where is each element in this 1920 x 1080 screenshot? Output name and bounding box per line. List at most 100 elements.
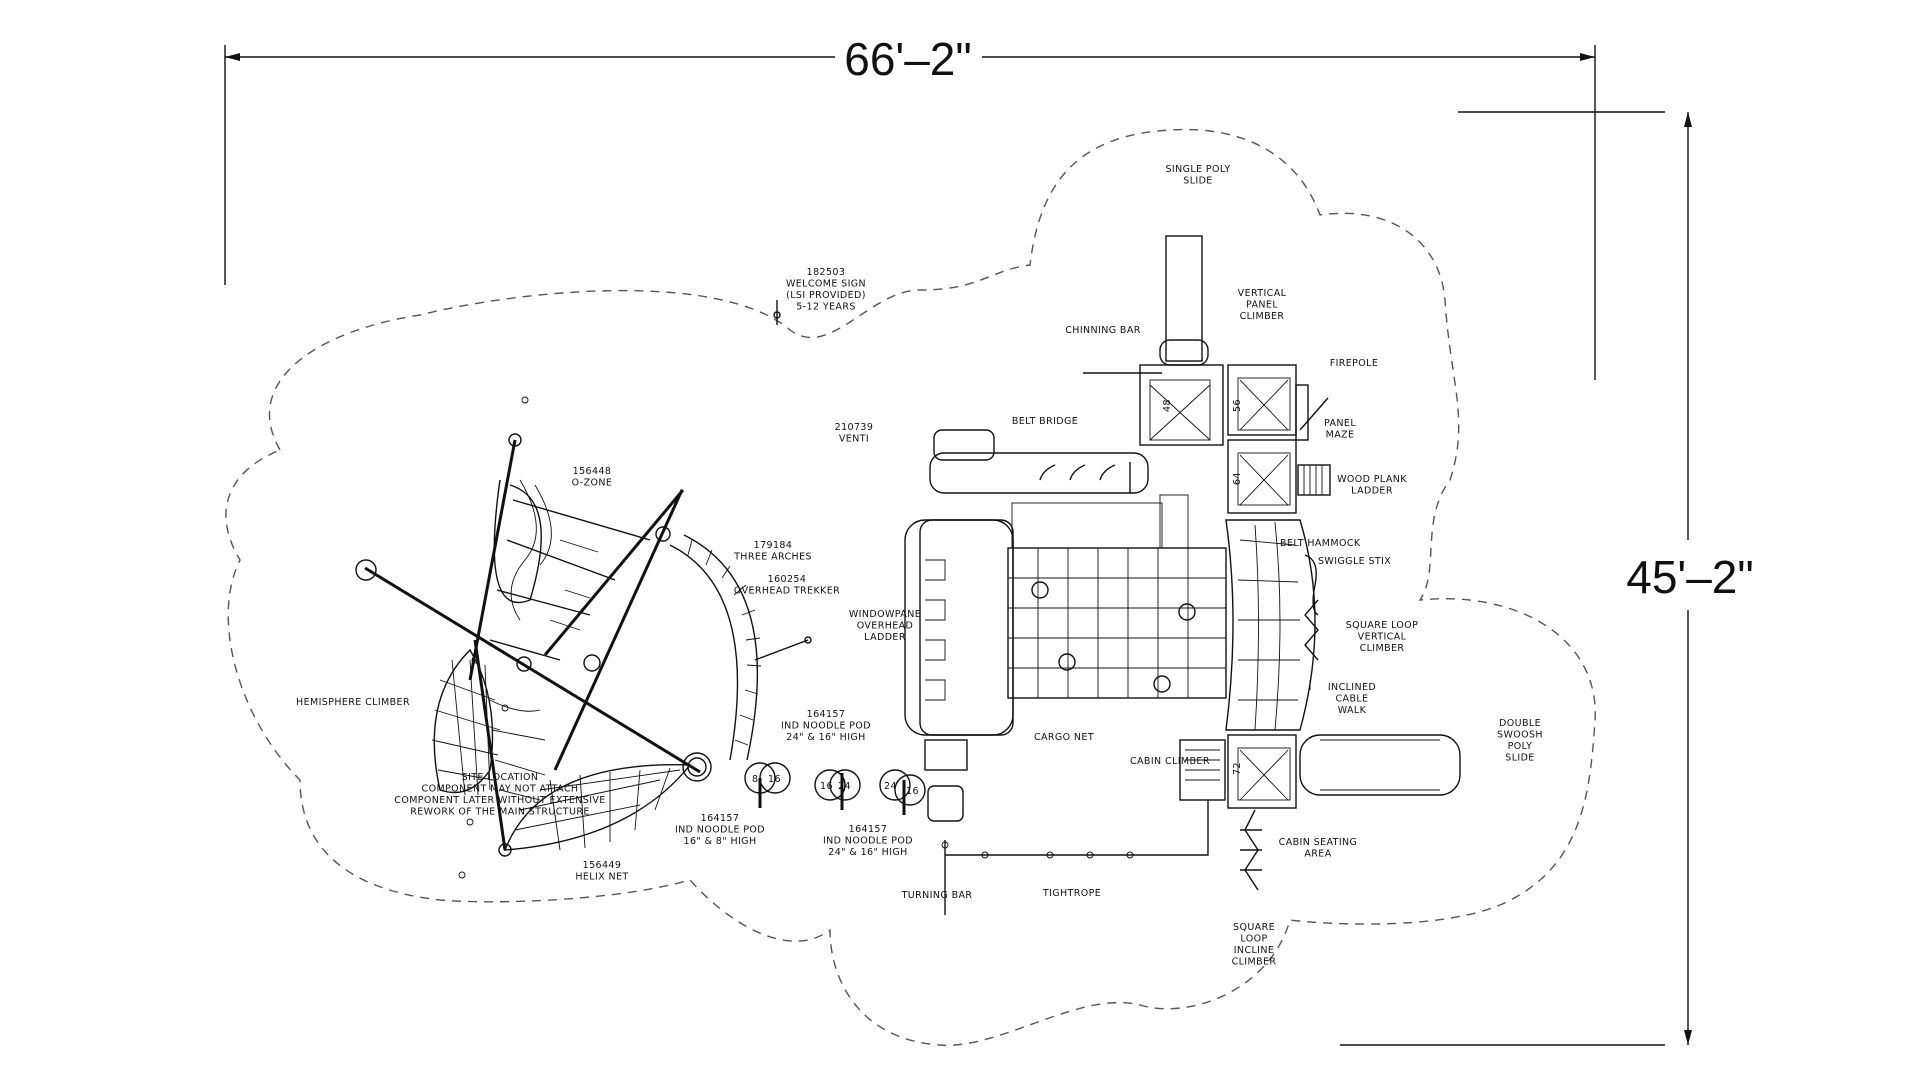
label-line: DOUBLE	[1499, 718, 1541, 729]
label-belt-hammock: BELT HAMMOCK	[1280, 538, 1361, 549]
label-chinning-bar: CHINNING BAR	[1065, 325, 1141, 336]
label-line: IND NOODLE POD	[823, 836, 913, 847]
label-line: CABIN SEATING	[1279, 837, 1358, 848]
label-line: CHINNING BAR	[1065, 325, 1141, 336]
height-dimension-label: 45'–2"	[1626, 551, 1753, 603]
pod-height: 24	[884, 781, 897, 792]
width-dimension-label: 66'–2"	[844, 33, 971, 85]
label-cargo-net: CARGO NET	[1034, 732, 1094, 743]
label-line: WELCOME SIGN	[786, 279, 866, 290]
label-line: CABLE	[1336, 694, 1369, 705]
label-line: 16" & 8" HIGH	[684, 836, 757, 847]
post-marker	[466, 818, 474, 826]
main-structure: 48 56 64 72	[904, 235, 1461, 915]
label-hemisphere-climber: HEMISPHERE CLIMBER	[296, 697, 410, 708]
label-belt-bridge: BELT BRIDGE	[1012, 416, 1078, 427]
label-line: 164157	[807, 709, 846, 720]
label-line: PANEL	[1324, 418, 1356, 429]
label-line: TIGHTROPE	[1042, 888, 1101, 899]
knot-icon	[1031, 581, 1049, 599]
label-line: SLIDE	[1183, 176, 1212, 187]
post-marker	[458, 871, 466, 879]
label-line: FIREPOLE	[1330, 358, 1379, 369]
deck	[1227, 734, 1297, 809]
label-line: THREE ARCHES	[733, 552, 812, 563]
safety-zone-boundary	[225, 128, 1596, 1046]
label-line: CARGO NET	[1034, 732, 1094, 743]
knot-icon	[1153, 675, 1171, 693]
knot-icon	[1178, 603, 1196, 621]
label-line: CLIMBER	[1240, 311, 1285, 322]
label-line: SINGLE POLY	[1165, 164, 1230, 175]
label-line: 179184	[754, 540, 793, 551]
deck-height: 64	[1232, 472, 1243, 485]
label-line: SWOOSH	[1497, 730, 1543, 741]
label-line: BELT BRIDGE	[1012, 416, 1078, 427]
label-line: 210739	[835, 422, 874, 433]
label-line: 164157	[701, 813, 740, 824]
label-line: SLIDE	[1505, 753, 1534, 764]
label-line: BELT HAMMOCK	[1280, 538, 1361, 549]
cargo-net	[1007, 547, 1227, 699]
knot-icon	[1058, 653, 1076, 671]
label-line: WOOD PLANK	[1337, 474, 1407, 485]
label-line: 164157	[849, 824, 888, 835]
label-cabin-climber: CABIN CLIMBER	[1130, 756, 1210, 767]
label-line: CLIMBER	[1232, 957, 1277, 968]
label-line: SWIGGLE STIX	[1318, 556, 1391, 567]
label-line: VENTI	[839, 434, 869, 445]
label-line: OVERHEAD TREKKER	[734, 586, 840, 597]
pod-height: 16	[768, 774, 781, 785]
label-line: MAZE	[1326, 430, 1355, 441]
pod-height: 8	[752, 774, 758, 785]
label-turning-bar: TURNING BAR	[901, 890, 973, 901]
label-line: AREA	[1304, 849, 1331, 860]
label-line: 160254	[768, 574, 807, 585]
label-line: COMPONENT MAY NOT ATTACH	[422, 784, 579, 795]
label-line: PANEL	[1246, 300, 1278, 311]
label-line: SITE LOCATION	[462, 772, 539, 783]
label-line: INCLINE	[1234, 945, 1275, 956]
pod-height: 16	[820, 781, 833, 792]
label-line: CABIN CLIMBER	[1130, 756, 1210, 767]
label-line: WINDOWPANE	[849, 609, 921, 620]
noodle-pods: 8 16 16 24 24 16	[744, 762, 926, 815]
height-dimension: 45'–2"	[1340, 111, 1754, 1046]
label-line: SQUARE LOOP	[1346, 620, 1419, 631]
post-marker	[521, 396, 529, 404]
deck	[1227, 439, 1297, 514]
label-line: IND NOODLE POD	[781, 721, 871, 732]
width-dimension: 66'–2"	[224, 33, 1596, 380]
o-zone-structure	[355, 433, 812, 857]
label-line: WALK	[1338, 705, 1367, 716]
label-line: OVERHEAD	[857, 621, 914, 632]
label-line: VERTICAL	[1238, 288, 1287, 299]
label-line: POLY	[1508, 741, 1533, 752]
label-line: 24" & 16" HIGH	[786, 732, 865, 743]
label-line: LOOP	[1240, 934, 1267, 945]
label-line: CLIMBER	[1360, 643, 1405, 654]
label-line: LADDER	[1351, 486, 1393, 497]
label-line: SQUARE	[1233, 922, 1275, 933]
label-line: 5-12 YEARS	[796, 302, 856, 313]
label-line: O-ZONE	[572, 478, 613, 489]
label-line: 24" & 16" HIGH	[828, 847, 907, 858]
label-line: VERTICAL	[1358, 632, 1407, 643]
deck-height: 56	[1232, 399, 1243, 412]
